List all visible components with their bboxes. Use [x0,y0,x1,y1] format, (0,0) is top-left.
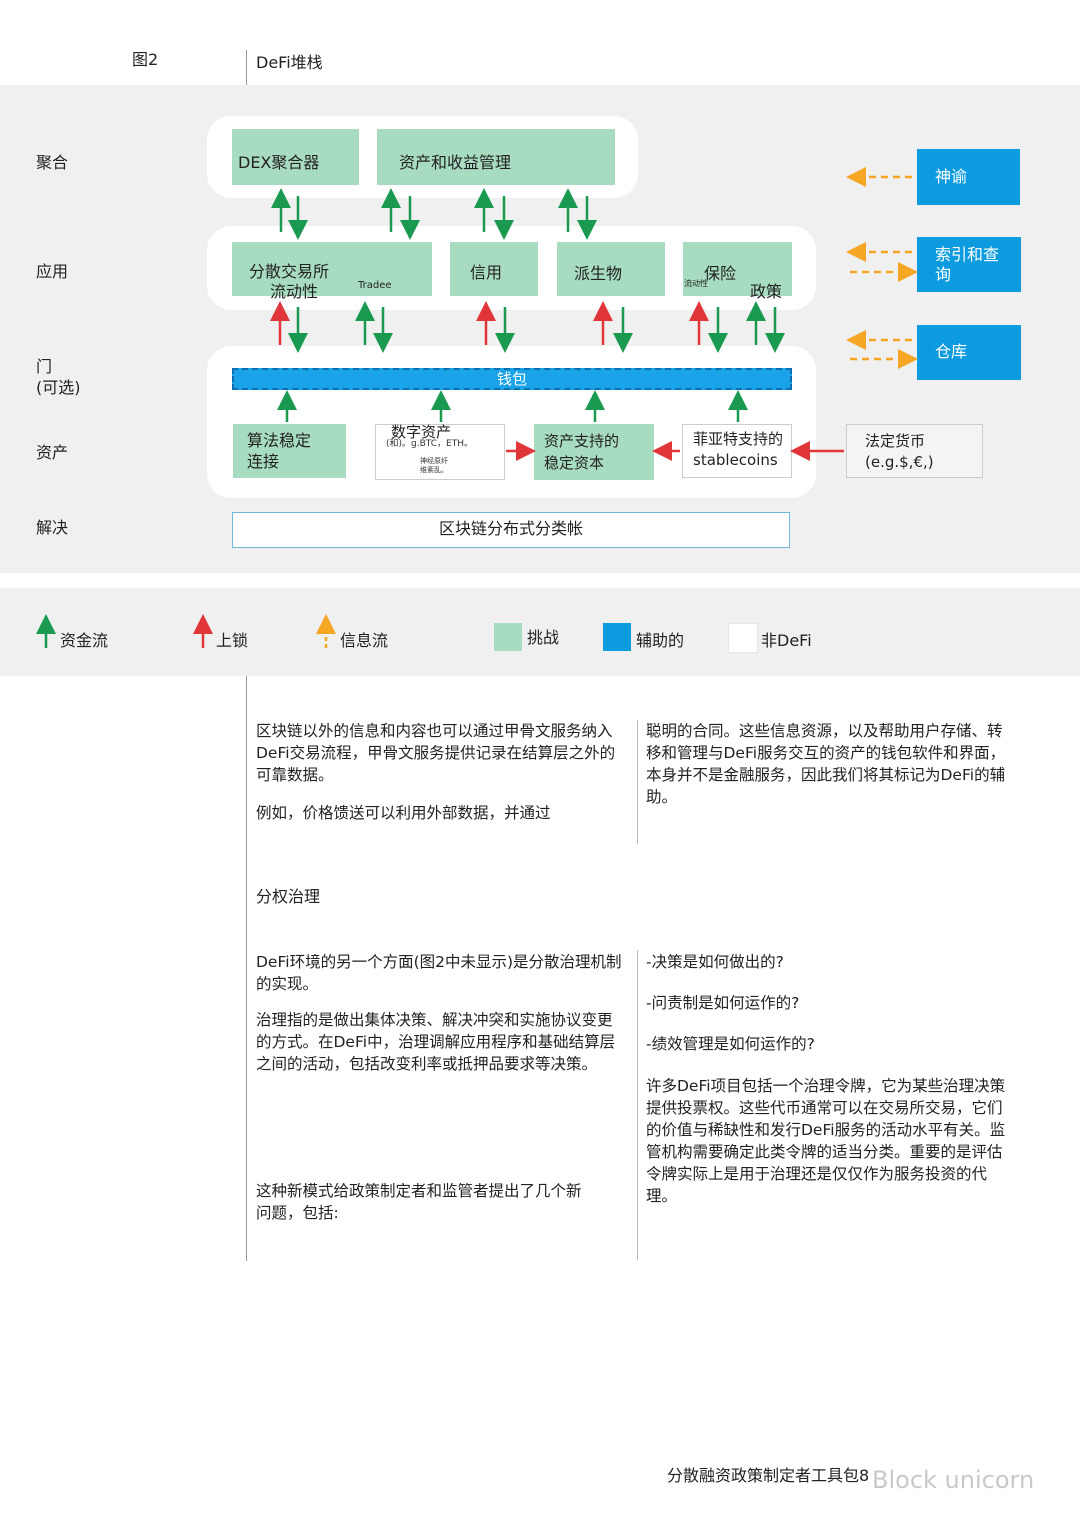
row-label-asset: 资产 [36,443,69,462]
column-rule-top [637,720,638,844]
legend-challenge-swatch [494,623,522,651]
paragraph-smart-contract: 聪明的合同。这些信息资源，以及帮助用户存储、转移和管理与DeFi服务交互的资产的… [646,722,1006,806]
legend-fund-flow: 资金流 [60,631,109,650]
row-label-aggregation: 聚合 [36,153,69,172]
asset-backed-box: 资产支持的 稳定资本 [534,424,654,480]
digital-asset-small2: 神经原纤 维紊乱。 [420,457,448,474]
row-label-gate: 门 (可选) [36,357,81,397]
figure-title: DeFi堆栈 [256,53,323,72]
question-decisions: -决策是如何做出的? [646,953,784,971]
digital-asset-label: 数字资产 [391,423,452,441]
section-heading: 分权治理 [256,887,321,906]
paragraph-governance-token: 许多DeFi项目包括一个治理令牌，它为某些治理决策提供投票权。这些代币通常可以在… [646,1077,1006,1205]
dex-small-label: Tradee [358,280,392,291]
legend-non-defi-swatch [728,623,758,653]
paragraph-price-feed: 例如，价格馈送可以利用外部数据，并通过 [256,804,551,822]
insurance-box: 保险 流动性 政策 [683,242,792,301]
insurance-policy-label: 政策 [750,282,783,301]
asset-management-box: 资产和收益管理 [377,129,615,185]
oracle-box: 神谕 [917,149,1020,205]
legend-lock: 上锁 [216,631,249,650]
row-label-settlement: 解决 [36,518,69,537]
question-performance: -绩效管理是如何运作的? [646,1035,815,1053]
insurance-label: 保险 [704,264,737,283]
column-rule-bottom [637,950,638,1260]
legend-auxiliary-swatch [603,623,631,651]
dex-aggregator-box: DEX聚合器 [232,129,359,185]
index-query-box: 索引和查 询 [917,237,1021,292]
ledger-box: 区块链分布式分类帐 [232,512,790,548]
legend-auxiliary: 辅助的 [636,631,685,650]
digital-asset-small1: (和)。g.BTC，ETH。 [386,439,473,449]
credit-box: 信用 [450,242,538,296]
header-divider [246,50,247,86]
left-margin-rule [246,676,247,1261]
fiat-backed-line1: 菲亚特支持的 [693,430,784,448]
footer-text: 分散融资政策制定者工具包8 [667,1466,870,1485]
legend-non-defi: 非DeFi [761,631,812,650]
derivatives-box: 派生物 [557,242,665,296]
algo-stable-box: 算法稳定 连接 [233,424,346,478]
dex-liquidity-box: 分散交易所 流动性 Tradee [232,242,432,301]
wallet-bar: 钱包 [232,368,792,390]
paragraph-oracle: 区块链以外的信息和内容也可以通过甲骨文服务纳入DeFi交易流程，甲骨文服务提供记… [256,722,616,784]
paragraph-governance-def: 治理指的是做出集体决策、解决冲突和实施协议变更的方式。在DeFi中，治理调解应用… [256,1011,616,1073]
legend-challenge: 挑战 [527,628,560,647]
row-label-application: 应用 [36,262,69,281]
dex-label-line2: 流动性 [270,282,319,301]
digital-asset-box: 数字资产 (和)。g.BTC，ETH。 神经原纤 维紊乱。 [375,423,505,480]
fiat-backed-box: 菲亚特支持的 stablecoins [682,424,792,478]
paragraph-governance-intro: DeFi环境的另一个方面(图2中未显示)是分散治理机制的实现。 [256,953,622,993]
fiat-backed-line2: stablecoins [693,451,778,469]
watermark: Block unicorn [872,1466,1035,1494]
fiat-currency-box: 法定货币 (e.g.$,€,) [846,424,983,478]
dex-label-line1: 分散交易所 [249,262,330,281]
insurance-small-label: 流动性 [684,279,708,288]
paragraph-new-questions: 这种新模式给政策制定者和监管者提出了几个新问题，包括: [256,1182,582,1222]
warehouse-box: 仓库 [917,325,1021,380]
question-accountability: -问责制是如何运作的? [646,994,800,1012]
diagram-arrows [36,167,918,648]
legend-info-flow: 信息流 [340,631,389,650]
figure-number: 图2 [132,50,159,69]
